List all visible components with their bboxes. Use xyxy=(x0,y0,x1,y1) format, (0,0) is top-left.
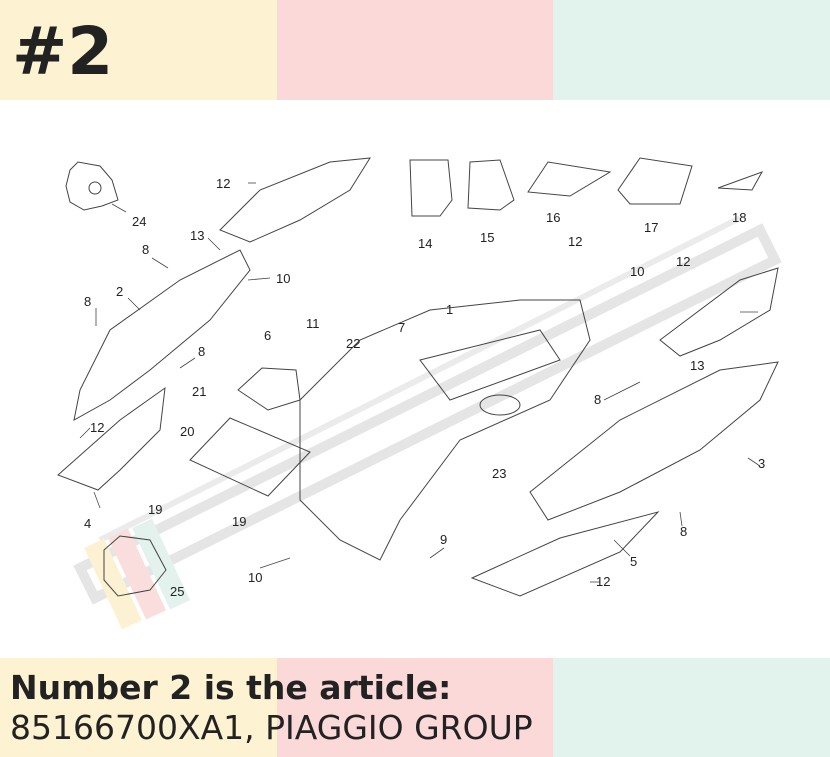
callout-11: 11 xyxy=(306,316,320,331)
part-25-bracket xyxy=(103,535,167,597)
part-3-side-panel xyxy=(529,361,779,521)
callout-23: 23 xyxy=(492,466,506,481)
callout-8a: 8 xyxy=(142,242,149,257)
callout-12e: 12 xyxy=(596,574,610,589)
callout-labels: 12 24 13 8 10 2 8 11 6 22 7 1 8 21 12 20… xyxy=(84,176,765,599)
part-20-plate xyxy=(189,417,311,497)
part-18 xyxy=(717,171,764,191)
band-mint xyxy=(553,0,830,100)
callout-24: 24 xyxy=(132,214,146,229)
band-yellow xyxy=(0,0,277,100)
callout-3: 3 xyxy=(758,456,765,471)
callout-10b: 10 xyxy=(248,570,262,585)
callout-2: 2 xyxy=(116,284,123,299)
leader-lines xyxy=(79,182,761,583)
callout-12a: 12 xyxy=(216,176,230,191)
callout-5: 5 xyxy=(630,554,637,569)
part-16 xyxy=(527,161,612,197)
callout-12c: 12 xyxy=(568,234,582,249)
part-15 xyxy=(467,159,515,211)
part-14 xyxy=(409,159,453,217)
callout-21: 21 xyxy=(192,384,206,399)
callout-12b: 12 xyxy=(90,420,104,435)
article-caption-title: Number 2 is the article: xyxy=(10,668,452,707)
part-4 xyxy=(57,386,166,491)
callout-9: 9 xyxy=(440,532,447,547)
article-number-heading: #2 xyxy=(12,13,114,90)
callout-22: 22 xyxy=(346,336,360,351)
callout-10c: 10 xyxy=(630,264,644,279)
callout-14: 14 xyxy=(418,236,432,251)
part-2-side-panel xyxy=(73,249,251,421)
callout-8b: 8 xyxy=(84,294,91,309)
part-right-upper-cover xyxy=(659,267,779,357)
watermark-logo xyxy=(73,215,782,630)
callout-8e: 8 xyxy=(680,524,687,539)
callout-10a: 10 xyxy=(276,271,290,286)
bottom-color-band xyxy=(0,658,830,757)
callout-1: 1 xyxy=(446,302,453,317)
callout-19b: 19 xyxy=(232,514,246,529)
callout-7: 7 xyxy=(398,320,405,335)
callout-16: 16 xyxy=(546,210,560,225)
part-24-bracket xyxy=(65,161,119,211)
callout-20: 20 xyxy=(180,424,194,439)
part-17 xyxy=(617,157,693,205)
part-tail-cover-top xyxy=(219,157,371,243)
article-caption-code: 85166700XA1, PIAGGIO GROUP xyxy=(10,708,533,747)
band-pink-bottom xyxy=(277,658,553,757)
callout-25: 25 xyxy=(170,584,184,599)
exploded-parts-diagram: 12 24 13 8 10 2 8 11 6 22 7 1 8 21 12 20… xyxy=(57,157,782,630)
callout-13a: 13 xyxy=(190,228,204,243)
callout-4: 4 xyxy=(84,516,91,531)
callout-13b: 13 xyxy=(690,358,704,373)
callout-8d: 8 xyxy=(594,392,601,407)
band-yellow-bottom xyxy=(0,658,277,757)
callout-19a: 19 xyxy=(148,502,162,517)
part-1-frame xyxy=(299,299,591,561)
callout-15: 15 xyxy=(480,230,494,245)
callout-6: 6 xyxy=(264,328,271,343)
top-color-band xyxy=(0,0,830,100)
part-5 xyxy=(470,511,660,597)
callout-17: 17 xyxy=(644,220,658,235)
callout-12d: 12 xyxy=(676,254,690,269)
callout-8c: 8 xyxy=(198,344,205,359)
callout-18: 18 xyxy=(732,210,746,225)
band-mint-bottom xyxy=(553,658,830,757)
part-6 xyxy=(237,367,301,411)
band-pink xyxy=(277,0,553,100)
